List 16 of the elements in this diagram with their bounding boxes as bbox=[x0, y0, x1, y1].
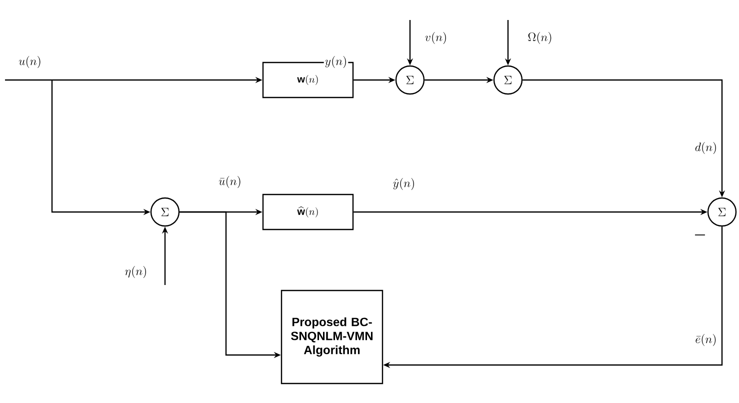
edge-label: $\bar{e}(n)$ bbox=[694, 333, 718, 347]
summing-junction: $\Sigma$ bbox=[493, 65, 523, 95]
summing-junction: $\Sigma$ bbox=[150, 197, 180, 227]
edge-label: $d(n)$ bbox=[694, 141, 718, 155]
edge-label: $\bar{u}(n)$ bbox=[218, 175, 242, 189]
edge-label: $\eta(n)$ bbox=[124, 265, 148, 279]
edge-label: $y(n)$ bbox=[324, 55, 348, 69]
summing-junction: $\Sigma$ bbox=[395, 65, 425, 95]
edge-label: $\Omega(n)$ bbox=[526, 31, 554, 45]
minus-sign: $\boldsymbol{-}$ bbox=[694, 234, 706, 236]
filter-box: $\widehat{\mathbf{w}}(n)$ bbox=[262, 194, 354, 230]
edge-label: $v(n)$ bbox=[424, 31, 448, 45]
summing-junction: $\Sigma$ bbox=[707, 197, 737, 227]
algorithm-box: Proposed BC-SNQNLM-VMN Algorithm bbox=[280, 290, 384, 384]
edge-label: $\hat{y}(n)$ bbox=[392, 177, 416, 191]
edge-label: $u(n)$ bbox=[18, 55, 42, 69]
